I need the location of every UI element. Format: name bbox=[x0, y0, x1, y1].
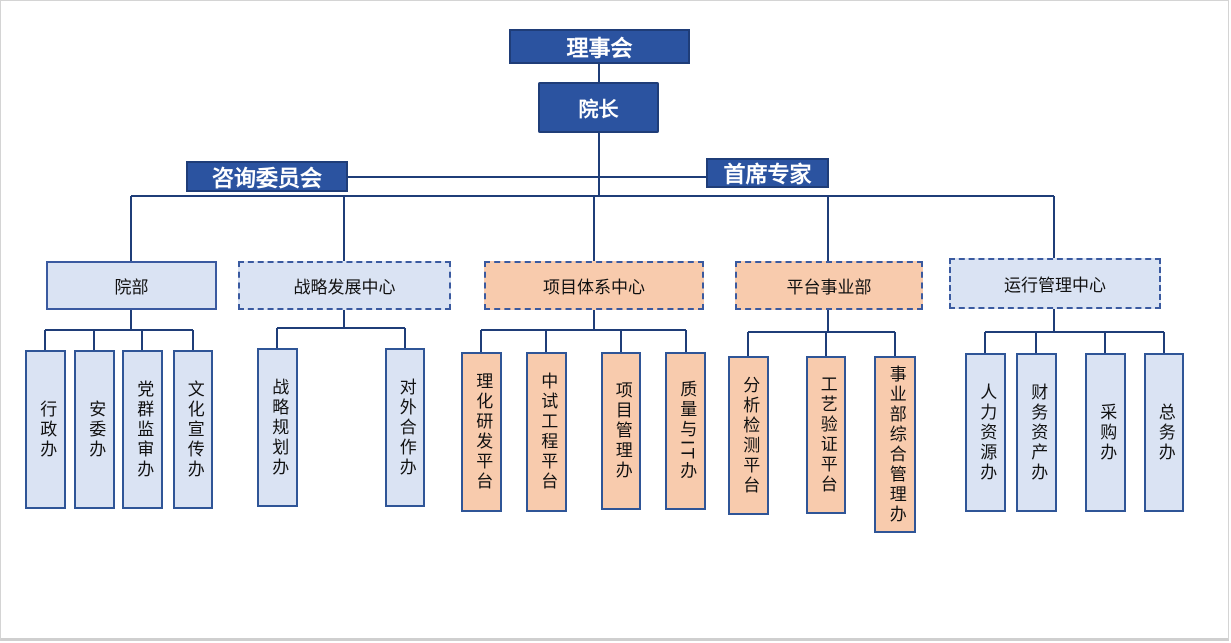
unit-label: 质量与IT办 bbox=[676, 380, 697, 482]
department-label: 平台事业部 bbox=[786, 278, 872, 298]
department-box-3: 平台事业部 bbox=[735, 261, 923, 310]
unit-label: 人力资源办 bbox=[976, 382, 997, 483]
unit-box: 文化宣传办 bbox=[173, 350, 213, 509]
chief-expert-label: 首席专家 bbox=[723, 163, 812, 188]
unit-box: 中试工程平台 bbox=[526, 352, 567, 512]
department-label: 项目体系中心 bbox=[543, 278, 645, 298]
unit-box: 事业部综合管理办 bbox=[874, 356, 916, 533]
chief-expert-box: 首席专家 bbox=[706, 158, 829, 188]
unit-label: 分析检测平台 bbox=[739, 375, 760, 496]
unit-box: 行政办 bbox=[25, 350, 66, 509]
department-label: 运行管理中心 bbox=[1004, 276, 1106, 296]
unit-box: 对外合作办 bbox=[385, 348, 425, 507]
board-box: 理事会 bbox=[509, 29, 690, 64]
unit-box: 分析检测平台 bbox=[728, 356, 769, 515]
unit-label: 项目管理办 bbox=[611, 381, 632, 481]
unit-label: 理化研发平台 bbox=[472, 372, 493, 492]
unit-label: 安委办 bbox=[85, 399, 106, 460]
department-box-0: 院部 bbox=[46, 261, 217, 310]
unit-label: 总务办 bbox=[1154, 402, 1175, 463]
unit-box: 党群监审办 bbox=[122, 350, 163, 509]
board-label: 理事会 bbox=[566, 36, 633, 62]
advisory-committee-box: 咨询委员会 bbox=[186, 161, 348, 192]
unit-box: 质量与IT办 bbox=[665, 352, 706, 510]
unit-label: 中试工程平台 bbox=[537, 372, 558, 492]
advisory-committee-label: 咨询委员会 bbox=[211, 166, 322, 192]
unit-label: 采购办 bbox=[1096, 402, 1117, 463]
president-box: 院长 bbox=[538, 82, 659, 133]
department-label: 院部 bbox=[114, 278, 149, 298]
department-box-2: 项目体系中心 bbox=[484, 261, 704, 310]
unit-box: 工艺验证平台 bbox=[806, 356, 846, 514]
unit-label: 战略规划办 bbox=[268, 377, 289, 478]
unit-label: 事业部综合管理办 bbox=[885, 364, 906, 525]
unit-box: 项目管理办 bbox=[601, 352, 641, 510]
unit-box: 采购办 bbox=[1085, 353, 1126, 512]
unit-box: 财务资产办 bbox=[1016, 353, 1057, 512]
unit-box: 人力资源办 bbox=[965, 353, 1006, 512]
unit-label: 文化宣传办 bbox=[183, 379, 204, 480]
department-box-1: 战略发展中心 bbox=[238, 261, 451, 310]
unit-label: 党群监审办 bbox=[133, 379, 154, 480]
president-label: 院长 bbox=[578, 97, 619, 121]
unit-label: 行政办 bbox=[36, 399, 57, 460]
department-label: 战略发展中心 bbox=[293, 278, 396, 298]
unit-label: 工艺验证平台 bbox=[816, 375, 837, 495]
unit-box: 安委办 bbox=[74, 350, 115, 509]
unit-box: 战略规划办 bbox=[257, 348, 298, 507]
department-box-4: 运行管理中心 bbox=[949, 258, 1161, 309]
unit-box: 总务办 bbox=[1144, 353, 1184, 512]
unit-label: 财务资产办 bbox=[1027, 382, 1048, 483]
unit-label: 对外合作办 bbox=[395, 377, 416, 478]
unit-box: 理化研发平台 bbox=[461, 352, 502, 512]
